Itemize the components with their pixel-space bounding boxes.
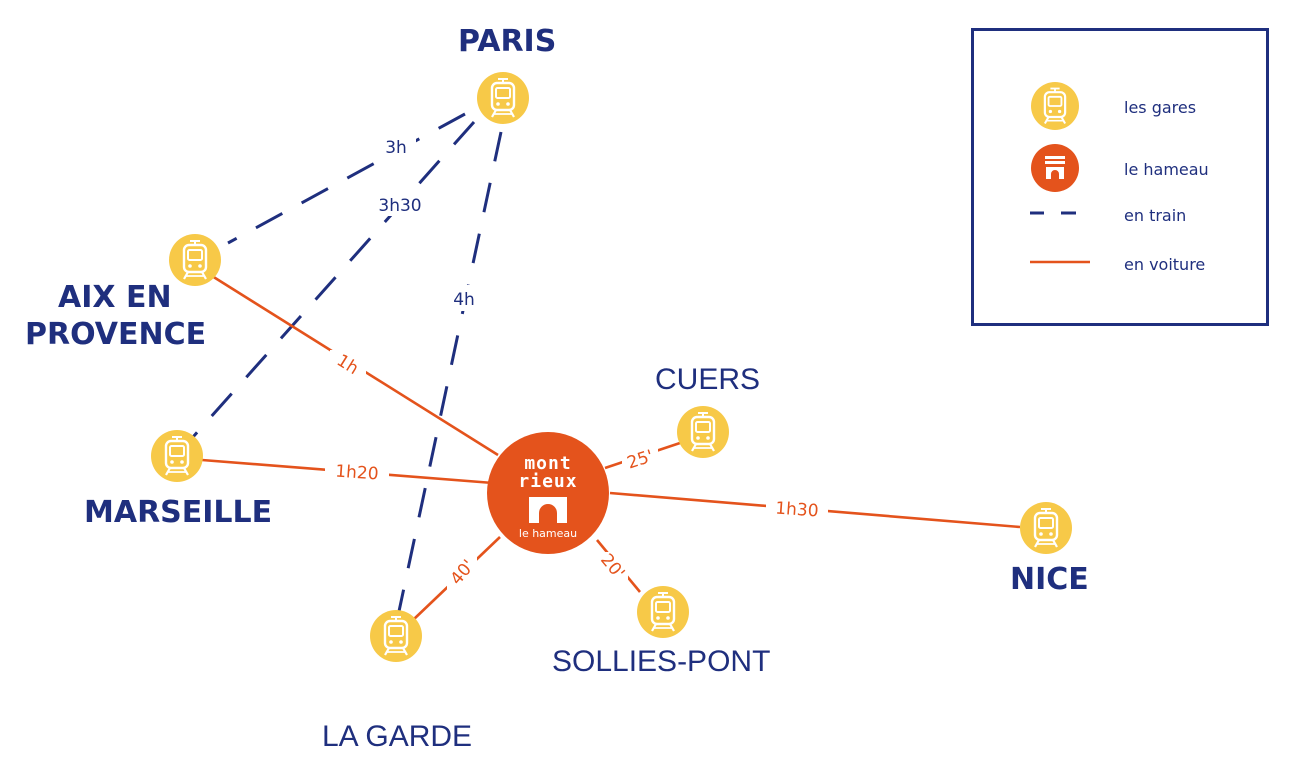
city-label-sollies-pont: SOLLIES-PONT <box>552 645 771 678</box>
legend-hub-logo-icon <box>1031 144 1079 192</box>
legend-label-stations: les gares <box>1124 98 1197 117</box>
duration-nice: 1h30 <box>775 499 820 522</box>
legend-station-train-icon <box>1031 82 1079 130</box>
city-label-la-garde: LA GARDE <box>322 720 473 753</box>
hub-arch-icon <box>529 497 567 523</box>
hub-montrieux-logo: mont rieux le hameau <box>487 432 609 554</box>
station-paris-train-icon <box>477 72 529 124</box>
station-toulon-train-icon <box>370 610 422 662</box>
legend-box: les gares le hameau en train en voiture <box>971 28 1269 326</box>
city-label-aix-line2: PROVENCE <box>25 317 207 352</box>
legend-label-hamlet: le hameau <box>1124 160 1209 179</box>
station-sollies-train-icon <box>637 586 689 638</box>
city-label-paris: PARIS <box>458 24 557 59</box>
station-marseille-train-icon <box>151 430 203 482</box>
station-cuers-train-icon <box>677 406 729 458</box>
duration-paris-marseille: 3h30 <box>378 196 421 216</box>
city-label-marseille: MARSEILLE <box>84 495 273 530</box>
station-aix-train-icon <box>169 234 221 286</box>
hub-logo-line2: rieux <box>518 471 577 492</box>
duration-paris-toulon: 4h <box>453 290 475 310</box>
city-label-nice: NICE <box>1010 562 1089 597</box>
train-route-paris-aix <box>227 112 466 245</box>
train-route-paris-marseille <box>191 121 476 438</box>
duration-paris-aix: 3h <box>385 138 407 158</box>
legend-label-train: en train <box>1124 206 1187 225</box>
legend-label-car: en voiture <box>1124 255 1206 274</box>
station-nice-train-icon <box>1020 502 1072 554</box>
duration-marseille: 1h20 <box>335 462 380 485</box>
hub-subtitle: le hameau <box>519 527 577 540</box>
hub-logo-line1: mont <box>524 453 571 474</box>
train-routes <box>191 112 503 617</box>
city-label-cuers: CUERS <box>655 363 761 396</box>
city-label-aix-line1: AIX EN <box>58 280 172 315</box>
